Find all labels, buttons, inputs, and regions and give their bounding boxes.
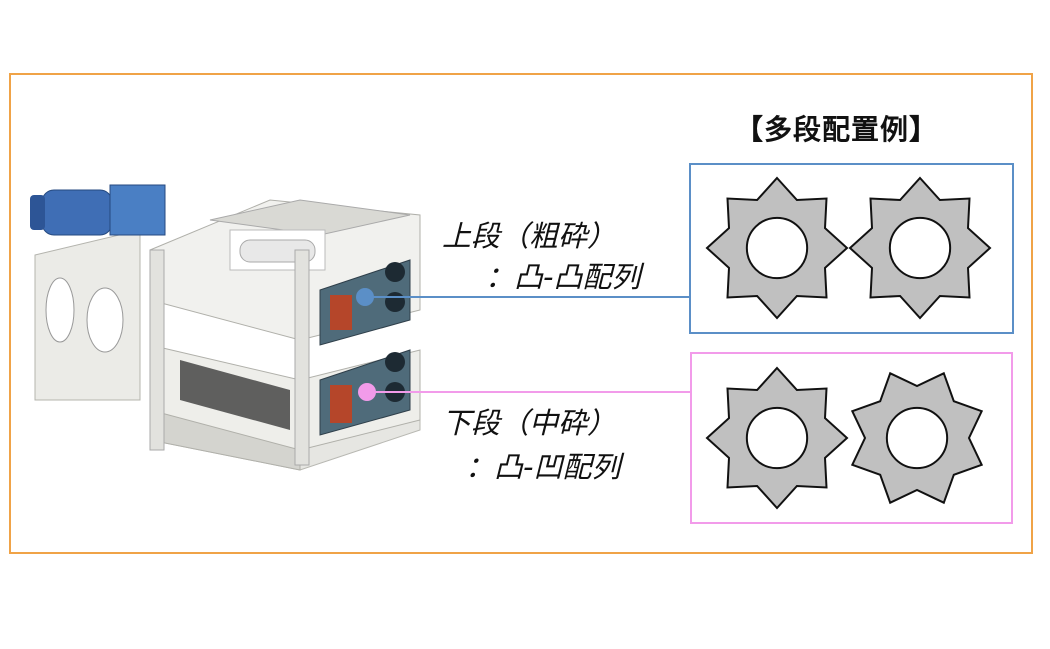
upper-marker-dot: [356, 288, 374, 306]
upper-arrangement-label: ：凸-凸配列: [485, 260, 641, 294]
lower-stage-label: 下段（中砕）: [442, 406, 617, 440]
lower-gear-left-hole: [745, 406, 809, 470]
lower-gear-right-hole: [885, 406, 949, 470]
lower-marker-dot: [358, 383, 376, 401]
upper-gear-right-hole: [888, 216, 952, 280]
section-title: 【多段配置例】: [735, 113, 939, 146]
upper-stage-label: 上段（粗砕）: [442, 219, 617, 253]
outer-frame: [9, 73, 1033, 554]
lower-arrangement-label: ：凸-凹配列: [465, 450, 621, 484]
upper-gear-left-hole: [745, 216, 809, 280]
